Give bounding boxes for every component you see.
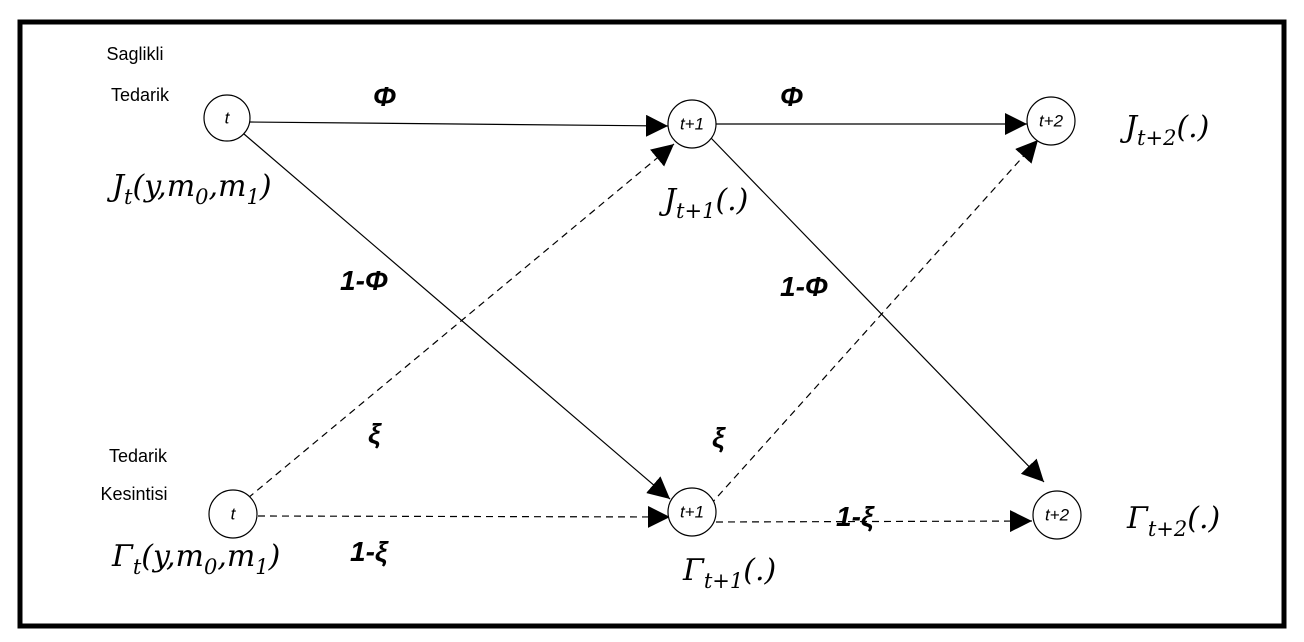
node-top-t1: t+1 — [667, 99, 717, 149]
node-top-t2-label: t+2 — [1039, 112, 1064, 131]
edges — [243, 113, 1045, 533]
node-top-t-label: t — [225, 109, 231, 128]
node-bot-t2-label: t+2 — [1045, 506, 1070, 525]
edge-label-one-minus-xi-1: 1-ξ — [350, 536, 389, 567]
edge-label-one-minus-xi-2: 1-ξ — [836, 501, 875, 532]
node-top-t: t — [203, 94, 251, 142]
edge-top-t1-to-bot-t2 — [710, 137, 1045, 483]
edge-top-t-to-bot-t1 — [243, 133, 671, 500]
state-top-line2: Tedarik — [111, 85, 170, 105]
func-Gamma-t1: Γt+1(.) — [682, 553, 776, 593]
node-bot-t2: t+2 — [1032, 490, 1082, 540]
edge-bot-t1-to-top-t2 — [709, 139, 1039, 506]
node-bot-t1-label: t+1 — [680, 503, 704, 522]
state-bottom-line1: Tedarik — [109, 446, 168, 466]
edge-label-xi-1: ξ — [368, 418, 382, 449]
func-Gamma-t: Γt(y,m0,m1) — [111, 539, 280, 579]
func-Gamma-t2: Γt+2(.) — [1126, 501, 1220, 541]
edge-bot-t-to-bot-t1 — [257, 505, 671, 528]
state-top-line1: Saglikli — [106, 44, 163, 64]
edge-label-xi-2: ξ — [712, 422, 726, 453]
edge-label-one-minus-phi-2: 1-Φ — [780, 271, 828, 302]
edge-label-one-minus-phi-1: 1-Φ — [340, 265, 388, 296]
node-top-t2: t+2 — [1026, 96, 1076, 146]
edge-bot-t1-to-bot-t2 — [715, 510, 1033, 533]
state-bottom-line2: Kesintisi — [100, 484, 167, 504]
edge-bot-t-to-top-t1 — [247, 143, 675, 499]
edge-label-phi-2: Φ — [780, 81, 803, 112]
node-top-t1-label: t+1 — [680, 115, 704, 134]
edge-top-t-to-top-t1 — [249, 114, 669, 137]
node-bot-t1: t+1 — [667, 487, 717, 537]
node-bot-t: t — [208, 489, 258, 539]
edge-label-phi-1: Φ — [373, 81, 396, 112]
node-bot-t-label: t — [231, 505, 237, 524]
